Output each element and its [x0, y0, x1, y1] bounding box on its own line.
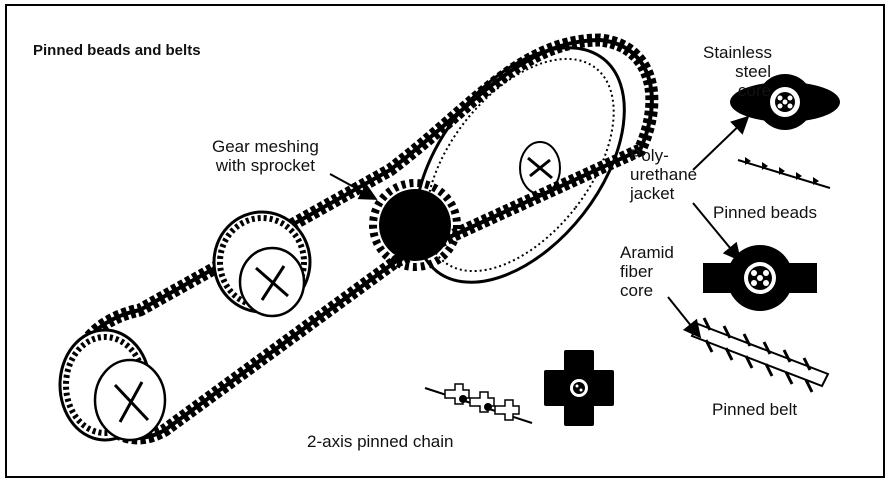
middle-pulley — [214, 212, 310, 316]
two-axis-pinned-chain — [425, 384, 532, 423]
label-two-axis-pinned-chain: 2-axis pinned chain — [307, 432, 453, 451]
label-gear-meshing: Gear meshing with sprocket — [212, 137, 319, 175]
label-stainless-steel-core: Stainless steel core — [703, 43, 771, 100]
diagram-title: Pinned beads and belts — [33, 41, 201, 60]
label-polyurethane-jacket: Poly- urethane jacket — [630, 146, 697, 203]
chain-cross-section — [546, 352, 612, 424]
belt-cross-section — [703, 245, 817, 311]
label-pinned-beads: Pinned beads — [713, 203, 817, 222]
label-aramid-fiber-core: Aramid fiber core — [620, 243, 674, 300]
pinned-belt-strip — [692, 318, 828, 392]
lower-pulley — [60, 330, 165, 440]
pinned-beads-strand — [738, 157, 830, 188]
label-pinned-belt: Pinned belt — [712, 400, 797, 419]
